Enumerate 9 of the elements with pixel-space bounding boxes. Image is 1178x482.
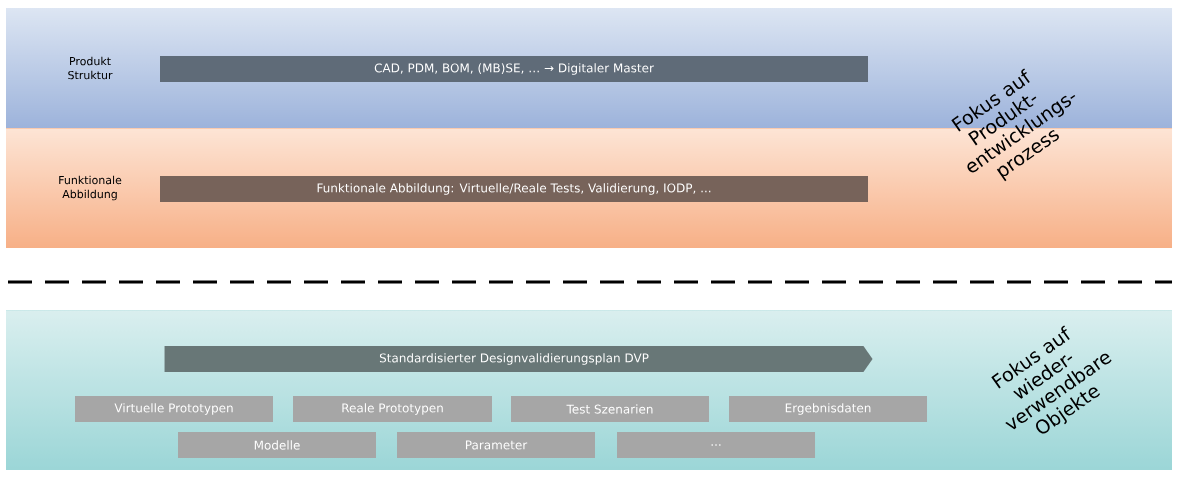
object-box: ... <box>617 432 815 458</box>
process-bar: CAD, PDM, BOM, (MB)SE, … → Digitaler Master <box>160 56 868 82</box>
object-box: Ergebnisdaten <box>729 396 927 422</box>
object-box: Test Szenarien <box>511 396 709 422</box>
object-box: Modelle <box>178 432 376 458</box>
process-bar: Funktionale Abbildung: Virtuelle/Reale Tests, Validierung, IODP, ... <box>160 176 868 202</box>
object-box: Parameter <box>397 432 595 458</box>
object-box: Reale Prototypen <box>293 396 492 422</box>
object-box: Virtuelle Prototypen <box>75 396 273 422</box>
